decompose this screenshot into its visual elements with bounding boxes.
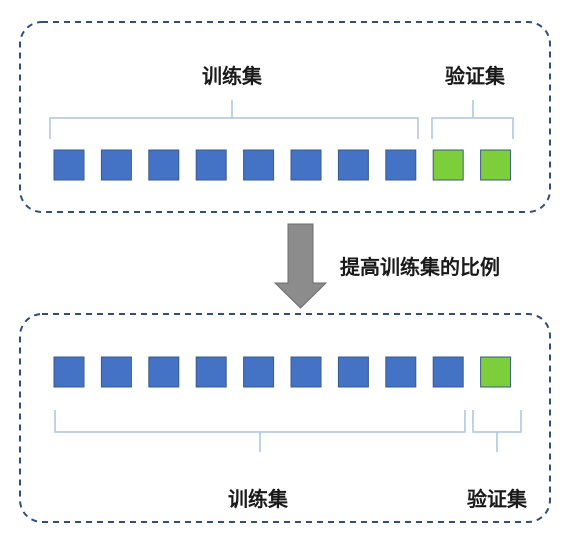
before-panel: 训练集 验证集 — [19, 21, 551, 213]
before-train-block — [290, 149, 322, 181]
after-train-block — [385, 356, 417, 388]
before-train-block — [53, 149, 85, 181]
after-train-block — [337, 356, 369, 388]
before-train-block — [100, 149, 132, 181]
after-train-block — [100, 356, 132, 388]
arrow-label: 提高训练集的比例 — [340, 255, 500, 279]
before-train-label: 训练集 — [202, 64, 263, 88]
transition-arrow: 提高训练集的比例 — [273, 223, 500, 309]
before-panel-border — [19, 21, 551, 213]
after-val-brace — [472, 410, 522, 452]
down-arrow-icon — [273, 223, 328, 309]
before-train-block — [195, 149, 227, 181]
before-block-row — [53, 149, 512, 181]
before-val-brace — [431, 100, 514, 139]
after-train-block — [53, 356, 85, 388]
after-train-brace — [54, 410, 466, 452]
after-panel: 训练集 验证集 — [19, 313, 551, 523]
before-val-block — [432, 149, 464, 181]
after-val-label: 验证集 — [467, 487, 528, 511]
after-panel-border — [19, 313, 551, 523]
after-train-block — [148, 356, 180, 388]
before-train-brace — [49, 100, 419, 139]
after-block-row — [53, 356, 512, 388]
after-train-block — [290, 356, 322, 388]
before-train-block — [337, 149, 369, 181]
before-train-block — [243, 149, 275, 181]
before-val-label: 验证集 — [445, 64, 506, 88]
after-val-block — [480, 356, 512, 388]
after-train-block — [432, 356, 464, 388]
before-train-block — [148, 149, 180, 181]
before-val-block — [480, 149, 512, 181]
after-train-label: 训练集 — [228, 487, 289, 511]
before-train-block — [385, 149, 417, 181]
after-train-block — [243, 356, 275, 388]
after-train-block — [195, 356, 227, 388]
